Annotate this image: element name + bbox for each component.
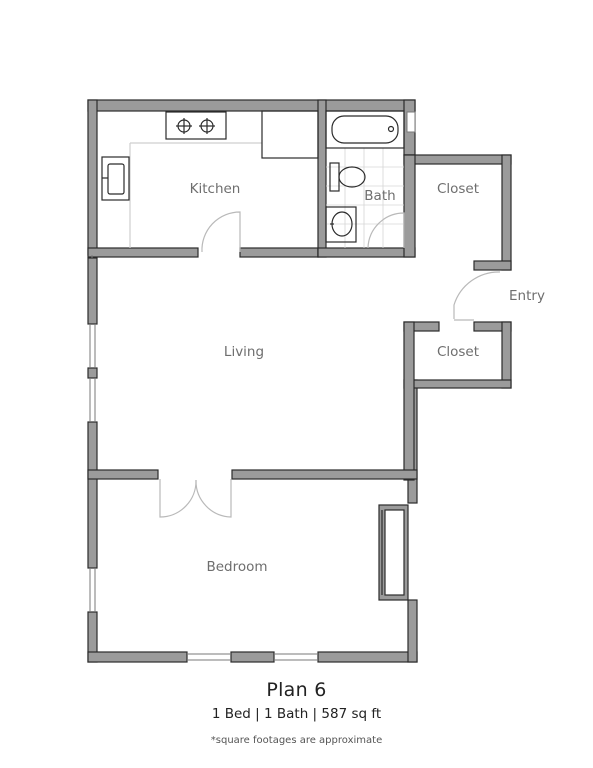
- wall-closet-top-left: [403, 154, 416, 258]
- wall-left-upper: [87, 99, 98, 256]
- doors: [159, 211, 501, 518]
- wall-kitchen-living-right: [239, 247, 319, 258]
- kitchen-label: Kitchen: [190, 181, 241, 197]
- wall-bottom-left: [87, 651, 188, 663]
- walls: [87, 99, 512, 663]
- wall-top: [87, 99, 416, 112]
- wall-closet-bottom-bottom: [403, 379, 512, 389]
- wall-left-mid: [87, 257, 98, 325]
- wall-bath-bottom: [317, 247, 416, 258]
- bedroom-closet: [378, 504, 409, 601]
- closet-top-label: Closet: [437, 181, 479, 197]
- refrigerator-icon: [261, 110, 319, 159]
- floor-plan: Kitchen Bath Closet Entry Living Closet …: [87, 99, 545, 663]
- plan-details: 1 Bed | 1 Bath | 587 sq ft: [211, 706, 382, 722]
- kitchen-door: [201, 211, 241, 253]
- stove-icon: [165, 111, 227, 140]
- wall-closet-bottom-right: [501, 321, 512, 389]
- bathtub-icon: [325, 110, 405, 149]
- wall-kitchen-bath: [317, 99, 327, 258]
- wall-closet-bottom-left: [403, 321, 415, 481]
- wall-closet-top-right: [501, 154, 512, 271]
- bath-door: [367, 212, 405, 249]
- wall-kitchen-living-left: [87, 247, 199, 258]
- closet-bottom-label: Closet: [437, 344, 479, 360]
- bedroom-door-left: [159, 479, 197, 518]
- plan-title: Plan 6: [266, 679, 327, 701]
- windows: [89, 111, 416, 661]
- bedroom-label: Bedroom: [206, 559, 267, 575]
- wall-left-lower: [87, 421, 98, 569]
- bedroom-door-right: [195, 479, 232, 518]
- bath-sink-icon: [325, 206, 357, 243]
- footnote: *square footages are approximate: [210, 735, 383, 746]
- wall-bottom-right: [317, 651, 418, 663]
- wall-right-bedroom-lower: [407, 599, 418, 663]
- wall-living-bedroom-left: [87, 469, 159, 480]
- wall-left-stub: [87, 367, 98, 379]
- toilet-icon: [338, 166, 366, 188]
- bath-fixtures: [325, 110, 405, 248]
- wall-closet-top-bottom: [473, 260, 512, 271]
- entry-door: [453, 271, 501, 319]
- wall-bottom-mid: [230, 651, 275, 663]
- wall-closet-top-top: [403, 154, 512, 165]
- entry-label: Entry: [509, 288, 545, 304]
- bath-label: Bath: [364, 188, 395, 204]
- kitchen-fixtures: [101, 110, 319, 248]
- wall-living-bedroom-right: [231, 469, 418, 480]
- living-label: Living: [224, 344, 264, 360]
